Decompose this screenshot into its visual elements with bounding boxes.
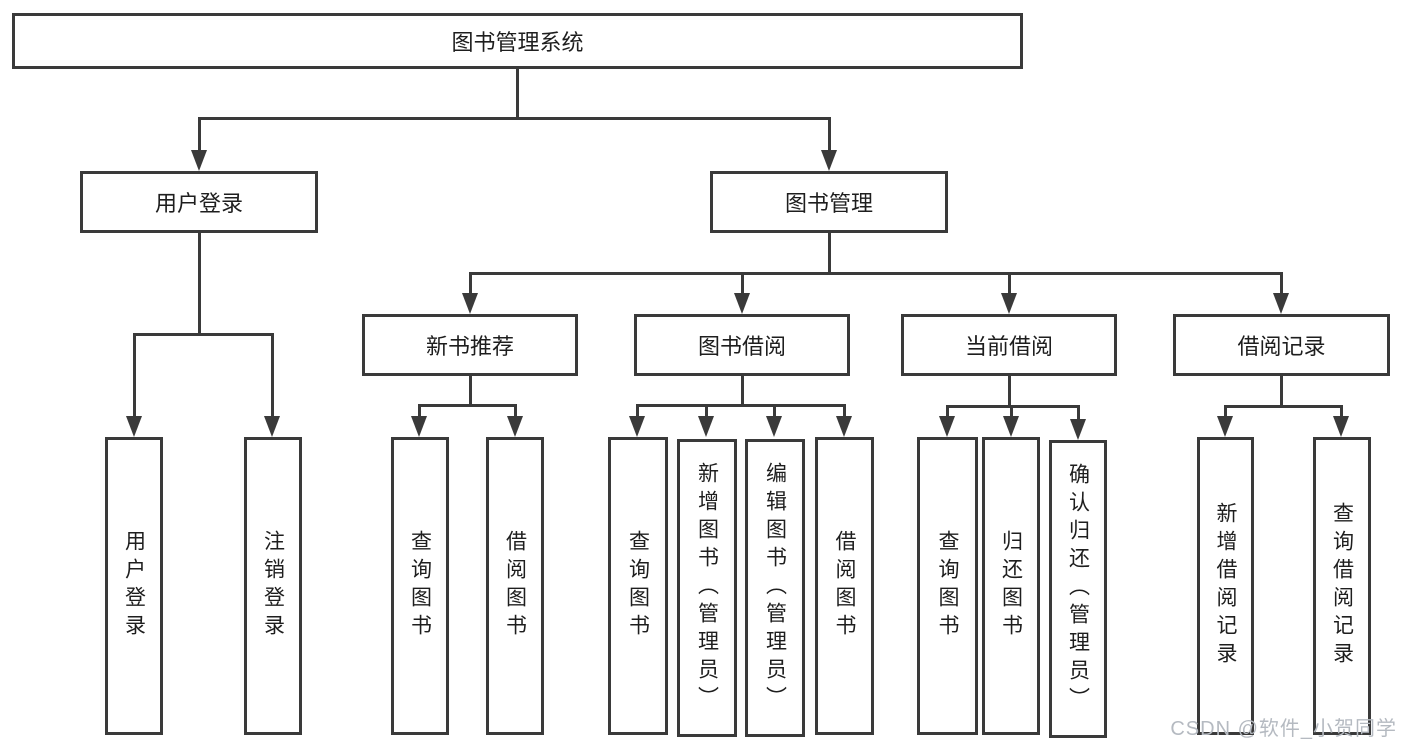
connector-book-borrow-stem (741, 376, 744, 407)
leaf-borrow-book: 借阅图书 (815, 437, 874, 735)
connector-root-stem (516, 69, 519, 118)
node-current-borrow-label: 当前借阅 (964, 334, 1053, 359)
connector-drop-return-book (1010, 405, 1013, 421)
leaf-borrow-book-recommend: 借阅图书 (486, 437, 544, 735)
arrow-down-query-book-1 (411, 416, 427, 437)
arrow-down-add-record (1217, 416, 1233, 437)
connector-drop-add-book (705, 404, 708, 421)
node-book-management: 图书管理 (710, 171, 948, 233)
connector-current-borrow-stem (1008, 376, 1011, 408)
node-root-system: 图书管理系统 (12, 13, 1023, 69)
connector-drop-add-record (1224, 405, 1227, 421)
leaf-logout-label: 注销登录 (261, 530, 285, 642)
node-borrow-records: 借阅记录 (1173, 314, 1390, 376)
connector-drop-book-borrow (741, 272, 744, 295)
connector-drop-query-record (1340, 405, 1343, 421)
connector-borrow-records-rail (1224, 405, 1343, 408)
connector-new-book-stem (469, 376, 472, 407)
arrow-down-edit-book (766, 416, 782, 437)
connector-user-login-stem (198, 233, 201, 336)
node-current-borrow: 当前借阅 (901, 314, 1117, 376)
leaf-query-borrow-record: 查询借阅记录 (1313, 437, 1371, 735)
leaf-add-borrow-record-label: 新增借阅记录 (1214, 502, 1237, 670)
connector-drop-query-book-3 (946, 405, 949, 421)
csdn-watermark: CSDN @软件_小贺同学 (1170, 718, 1397, 740)
node-user-login-label: 用户登录 (154, 191, 243, 216)
connector-drop-leaf-logout (271, 333, 274, 421)
arrow-down-confirm-return (1070, 419, 1086, 440)
arrow-down-leaf-logout (264, 416, 280, 437)
arrow-down-borrow-book-2 (836, 416, 852, 437)
leaf-confirm-return-admin-label: 确认归还（管理员） (1066, 463, 1090, 715)
node-book-management-label: 图书管理 (784, 191, 873, 216)
node-book-borrow: 图书借阅 (634, 314, 850, 376)
leaf-user-login: 用户登录 (105, 437, 163, 735)
leaf-query-book-borrow: 查询图书 (608, 437, 668, 735)
connector-drop-book-management (828, 117, 831, 152)
leaf-query-borrow-record-label: 查询借阅记录 (1330, 502, 1354, 670)
connector-book-borrow-rail (636, 404, 846, 407)
connector-drop-leaf-user-login (133, 333, 136, 421)
arrow-down-user-login (191, 150, 207, 171)
arrow-down-query-record (1333, 416, 1349, 437)
leaf-borrow-book-label: 借阅图书 (833, 530, 856, 642)
leaf-confirm-return-admin: 确认归还（管理员） (1049, 440, 1107, 738)
leaf-logout: 注销登录 (244, 437, 302, 735)
leaf-borrow-book-recommend-label: 借阅图书 (503, 530, 527, 642)
arrow-down-borrow-book-1 (507, 416, 523, 437)
arrow-down-add-book (698, 416, 714, 437)
leaf-query-book-current: 查询图书 (917, 437, 978, 735)
connector-borrow-records-stem (1280, 376, 1283, 408)
leaf-query-book-current-label: 查询图书 (936, 530, 959, 642)
leaf-add-borrow-record: 新增借阅记录 (1197, 437, 1254, 735)
leaf-query-book-borrow-label: 查询图书 (626, 530, 650, 642)
leaf-return-book: 归还图书 (982, 437, 1040, 735)
node-root-label: 图书管理系统 (451, 30, 584, 55)
connector-drop-edit-book (773, 404, 776, 421)
connector-drop-confirm-return (1077, 405, 1080, 421)
arrow-down-new-book (462, 293, 478, 314)
leaf-user-login-label: 用户登录 (122, 530, 146, 642)
connector-user-login-rail (133, 333, 274, 336)
connector-current-borrow-rail (946, 405, 1080, 408)
arrow-down-current-borrow (1001, 293, 1017, 314)
leaf-edit-book-admin-label: 编辑图书（管理员） (763, 462, 787, 714)
connector-drop-borrow-book-1 (514, 404, 517, 421)
connector-drop-borrow-book-2 (843, 404, 846, 421)
leaf-add-book-admin-label: 新增图书（管理员） (695, 462, 719, 714)
connector-book-management-stem (828, 233, 831, 275)
arrow-down-book-management (821, 150, 837, 171)
connector-drop-borrow-records (1280, 272, 1283, 295)
connector-drop-query-book-2 (636, 404, 639, 421)
leaf-return-book-label: 归还图书 (999, 530, 1023, 642)
connector-drop-new-book (469, 272, 472, 295)
arrow-down-query-book-2 (629, 416, 645, 437)
arrow-down-leaf-user-login (126, 416, 142, 437)
connector-drop-query-book-1 (418, 404, 421, 421)
node-borrow-records-label: 借阅记录 (1237, 334, 1326, 359)
arrow-down-borrow-records (1273, 293, 1289, 314)
arrow-down-return-book (1003, 416, 1019, 437)
arrow-down-book-borrow (734, 293, 750, 314)
connector-drop-current-borrow (1008, 272, 1011, 295)
connector-new-book-rail (418, 404, 517, 407)
connector-book-management-rail (469, 272, 1283, 275)
node-new-book-recommend: 新书推荐 (362, 314, 578, 376)
leaf-add-book-admin: 新增图书（管理员） (677, 439, 737, 737)
leaf-query-book-recommend-label: 查询图书 (408, 530, 432, 642)
node-new-book-recommend-label: 新书推荐 (425, 334, 514, 359)
node-user-login: 用户登录 (80, 171, 318, 233)
leaf-query-book-recommend: 查询图书 (391, 437, 449, 735)
connector-drop-user-login (198, 117, 201, 152)
connector-root-rail (198, 117, 831, 120)
leaf-edit-book-admin: 编辑图书（管理员） (745, 439, 805, 737)
node-book-borrow-label: 图书借阅 (697, 334, 786, 359)
arrow-down-query-book-3 (939, 416, 955, 437)
